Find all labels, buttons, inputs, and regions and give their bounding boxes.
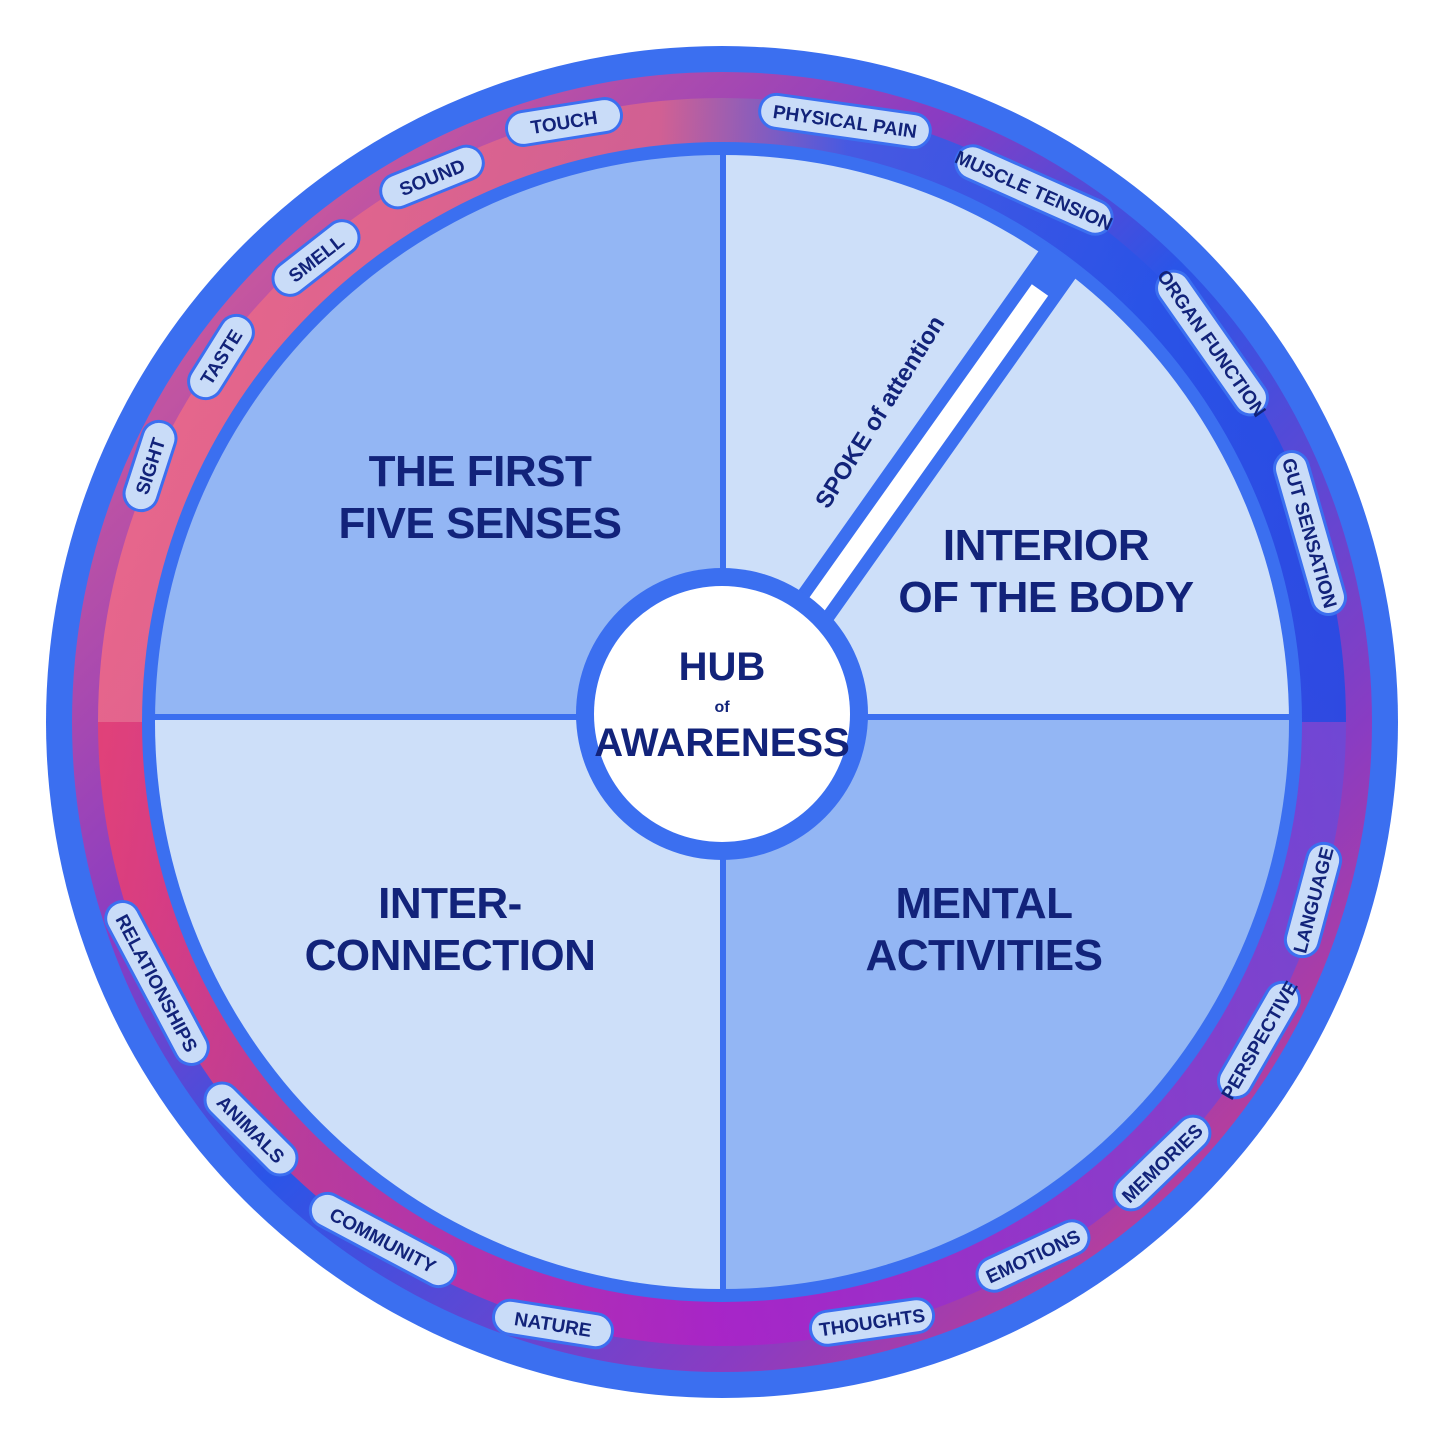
quadrant-senses-title-1: THE FIRST xyxy=(369,447,592,496)
quadrant-senses-title-2: FIVE SENSES xyxy=(338,499,621,548)
pill: NATURE xyxy=(492,1298,614,1350)
hub-line1: HUB xyxy=(679,645,766,689)
quadrant-interconnection-title-1: INTER- xyxy=(378,879,522,928)
quadrant-body-title-2: OF THE BODY xyxy=(898,573,1193,622)
quadrant-mental-title-1: MENTAL xyxy=(895,879,1072,928)
spoke xyxy=(781,241,1083,642)
pill: SIGHT xyxy=(122,419,178,513)
quadrant-mental-title-2: ACTIVITIES xyxy=(865,931,1102,980)
hub-line3: AWARENESS xyxy=(594,721,850,765)
pill: THOUGHTS xyxy=(808,1297,936,1347)
hub-center xyxy=(594,586,850,842)
hub-line2: of xyxy=(714,699,730,716)
quadrant-body-title-1: INTERIOR xyxy=(943,521,1149,570)
pill: TOUCH xyxy=(505,97,623,147)
quadrant-interconnection-title-2: CONNECTION xyxy=(305,931,596,980)
